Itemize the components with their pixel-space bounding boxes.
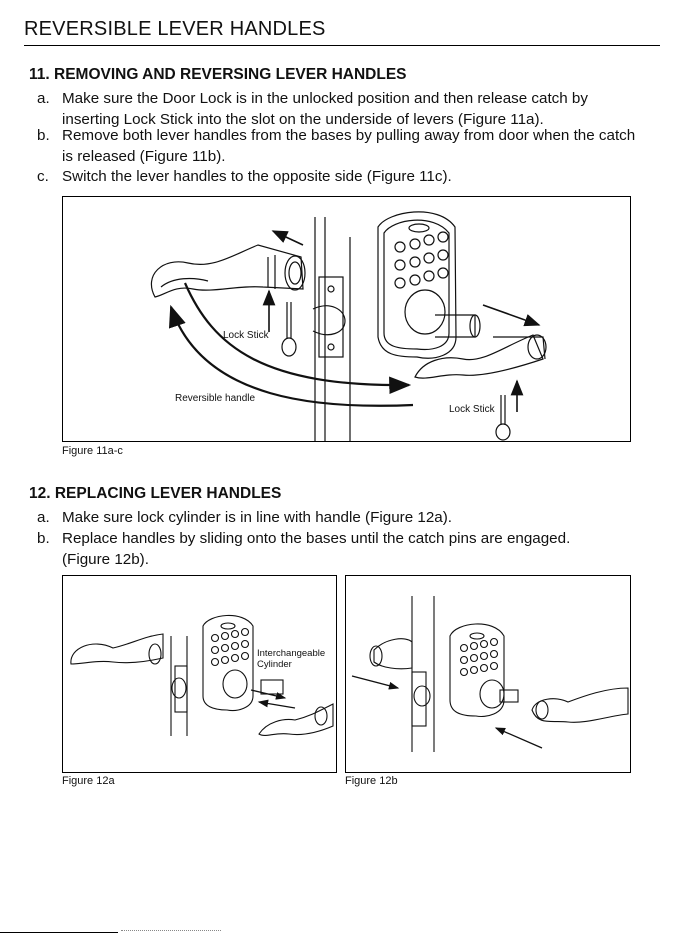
right-lever-handle xyxy=(415,335,546,378)
keypad-lock-body xyxy=(378,212,480,358)
right-lever-handle xyxy=(259,704,333,735)
figure-12a-caption: Figure 12a xyxy=(62,775,115,787)
arrow-pull-left xyxy=(273,231,303,245)
step-letter: a. xyxy=(37,88,50,109)
step-letter: b. xyxy=(37,528,50,549)
step-letter: a. xyxy=(37,507,50,528)
step-letter: b. xyxy=(37,125,50,146)
footer-dots xyxy=(121,930,221,933)
page-title: REVERSIBLE LEVER HANDLES xyxy=(24,18,326,41)
step-11c: c. Switch the lever handles to the oppos… xyxy=(37,166,667,187)
keypad-buttons xyxy=(461,639,498,676)
figure-12b-illustration xyxy=(345,575,631,773)
arrow-slide-right xyxy=(352,676,398,688)
lever-replace-drawing-b xyxy=(346,576,630,772)
label-cylinder: Cylinder xyxy=(257,659,292,670)
step-11b: b. Remove both lever handles from the ba… xyxy=(37,125,677,167)
section-11-heading: 11. REMOVING AND REVERSING LEVER HANDLES xyxy=(29,66,407,84)
lock-stick-right xyxy=(496,395,510,440)
keypad-lock-body xyxy=(450,624,518,717)
step-11a: a. Make sure the Door Lock is in the unl… xyxy=(37,88,667,130)
right-lever-handle xyxy=(532,688,628,722)
door-latch xyxy=(171,636,187,736)
figure-11-illustration: Lock Stick Reversible handle Lock Stick xyxy=(62,196,631,442)
section-12-heading: 12. REPLACING LEVER HANDLES xyxy=(29,485,281,503)
step-line: Switch the lever handles to the opposite… xyxy=(62,166,452,187)
lock-stick-left xyxy=(282,302,296,356)
figure-12a-illustration: Interchangeable Cylinder xyxy=(62,575,337,773)
arrow-slide-left xyxy=(259,702,295,708)
arrow-slide-left xyxy=(496,728,542,748)
left-lever-handle xyxy=(370,639,412,669)
label-interchangeable: Interchangeable xyxy=(257,648,325,659)
step-line: Replace handles by sliding onto the base… xyxy=(62,528,570,549)
step-line: Make sure lock cylinder is in line with … xyxy=(62,507,452,528)
lever-removal-drawing: Lock Stick Reversible handle Lock Stick xyxy=(63,197,630,441)
step-line: Make sure the Door Lock is in the unlock… xyxy=(62,88,588,109)
keypad-buttons xyxy=(212,629,249,666)
step-line: (Figure 12b). xyxy=(62,549,149,570)
keypad-buttons xyxy=(395,232,448,288)
label-reversible-handle: Reversible handle xyxy=(175,393,255,404)
door-latch xyxy=(412,596,434,752)
label-lock-stick-right: Lock Stick xyxy=(449,404,496,415)
step-12a: a. Make sure lock cylinder is in line wi… xyxy=(37,507,667,528)
step-12b: b. Replace handles by sliding onto the b… xyxy=(37,528,667,570)
figure-11-caption: Figure 11a-c xyxy=(62,445,123,457)
figure-12b-caption: Figure 12b xyxy=(345,775,398,787)
left-lever-handle xyxy=(151,245,305,297)
door-latch xyxy=(313,217,350,441)
lever-replace-drawing-a: Interchangeable Cylinder xyxy=(63,576,336,772)
step-line: Remove both lever handles from the bases… xyxy=(62,125,635,146)
label-lock-stick-left: Lock Stick xyxy=(223,330,270,341)
title-divider xyxy=(24,45,660,46)
step-letter: c. xyxy=(37,166,49,187)
arrow-pull-right xyxy=(483,305,539,325)
left-lever-handle xyxy=(71,634,163,664)
step-line: is released (Figure 11b). xyxy=(62,146,225,167)
footer-rule xyxy=(0,932,118,933)
